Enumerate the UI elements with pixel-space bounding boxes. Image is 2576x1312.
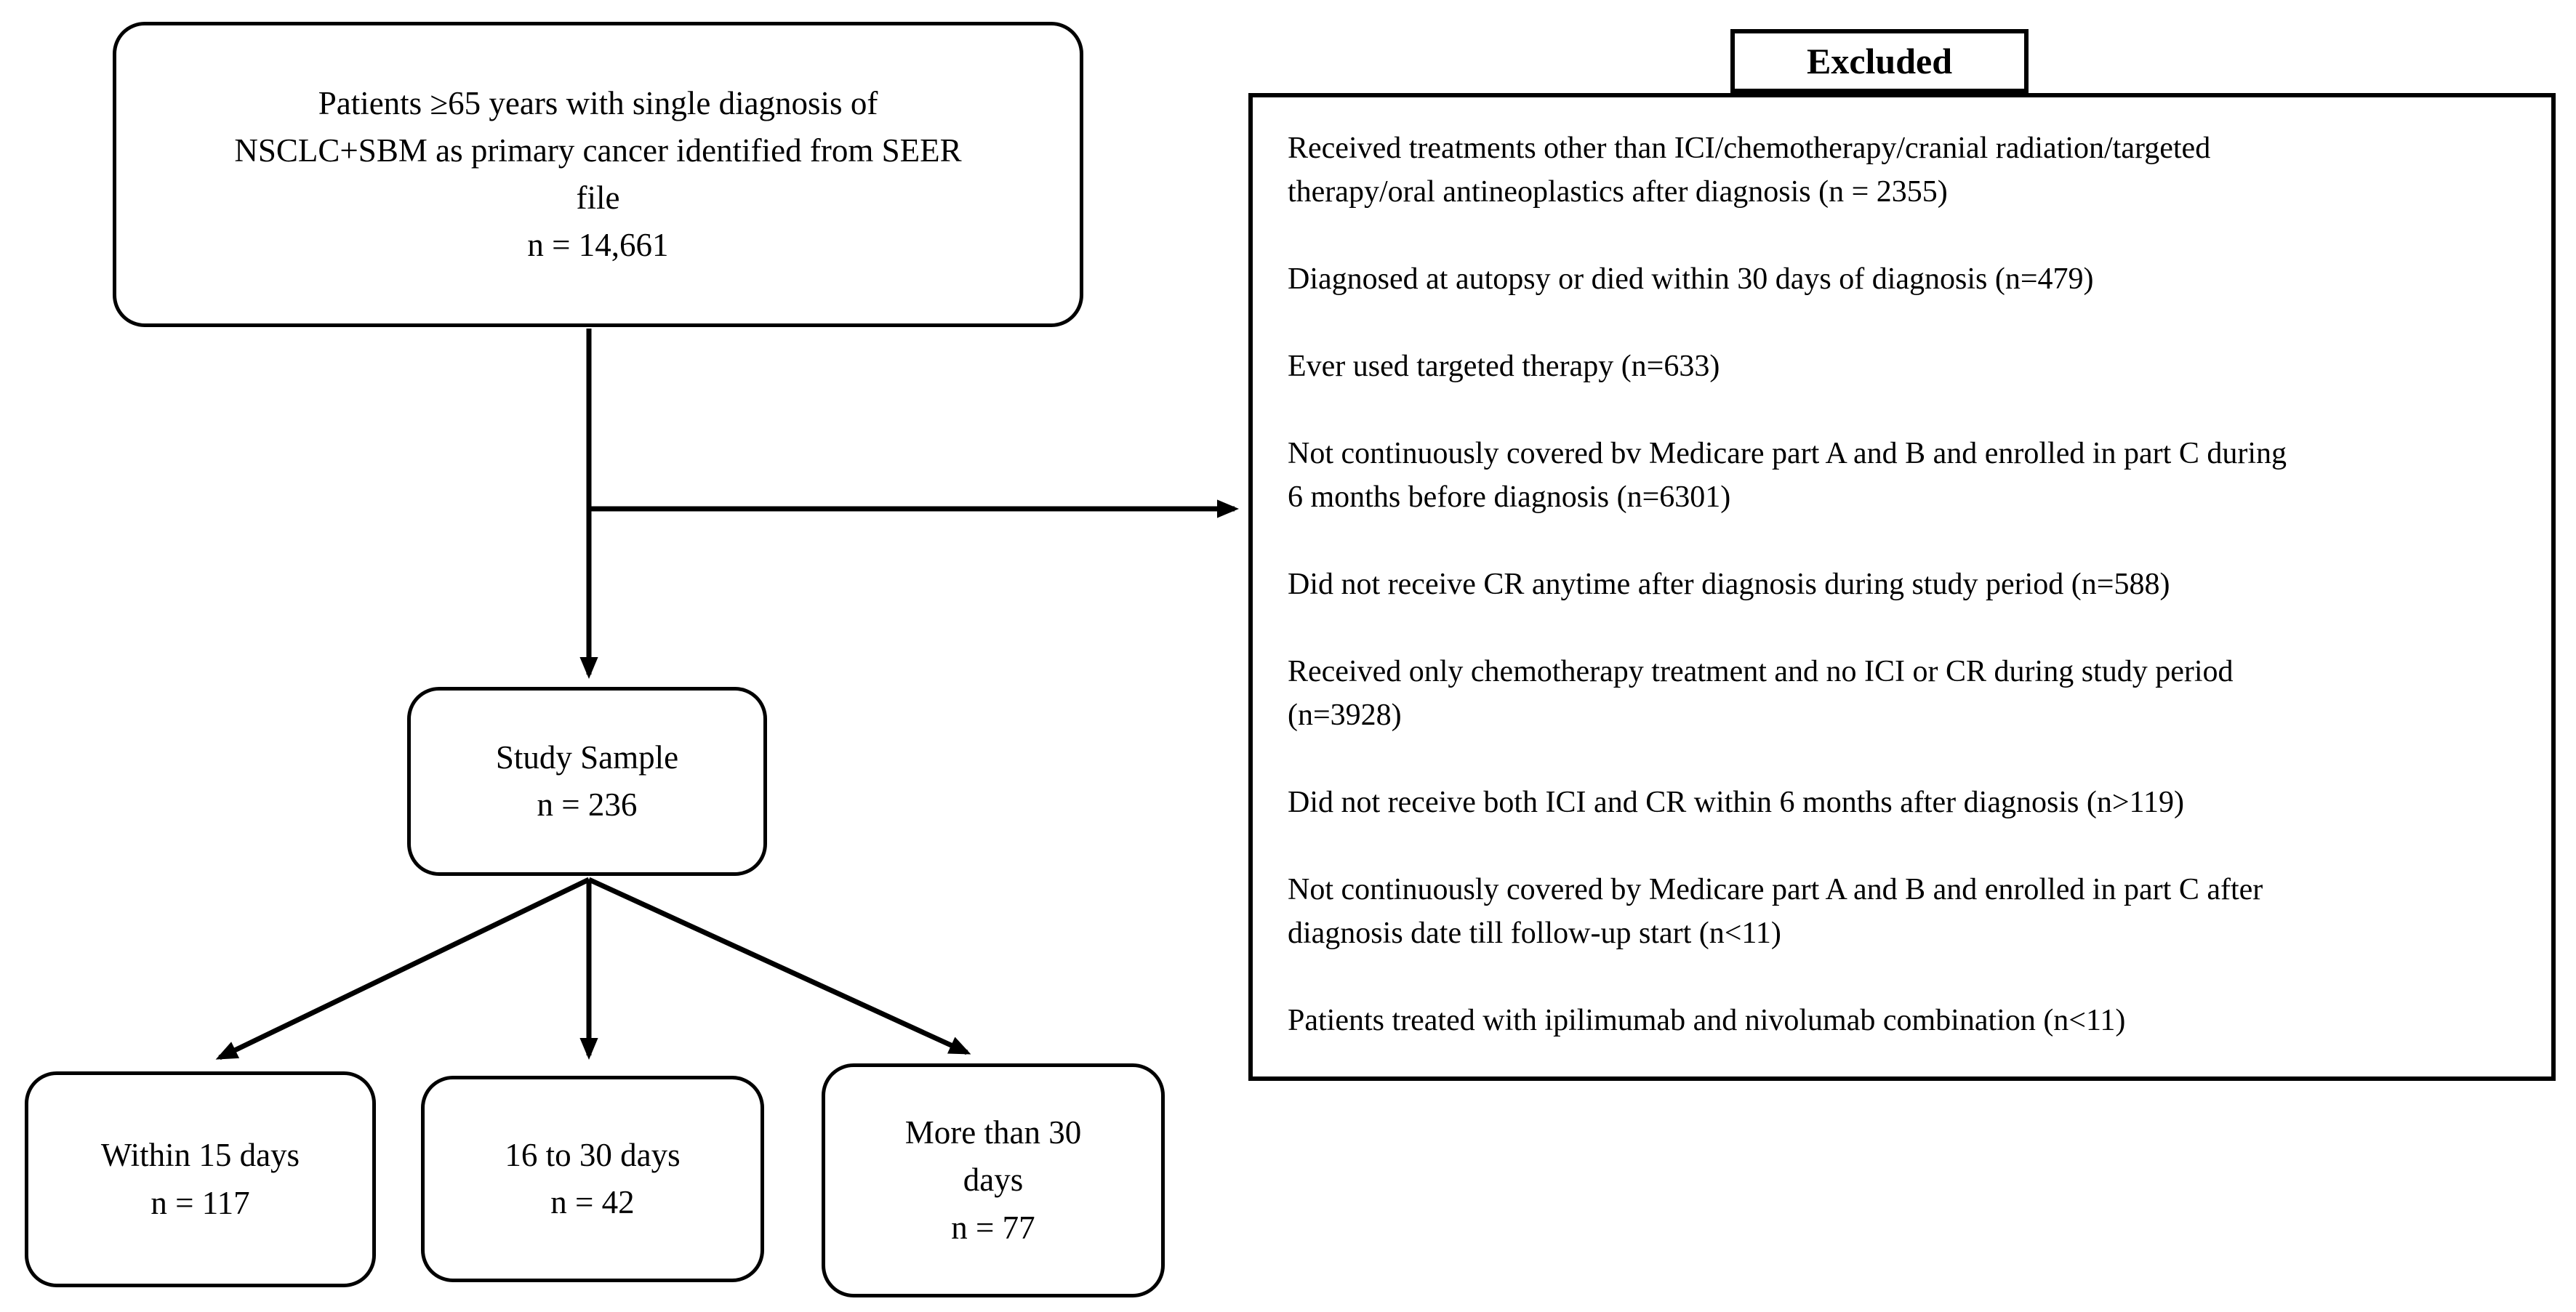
group-more-than-30-days-count: n = 77 xyxy=(951,1209,1035,1246)
study-sample-count: n = 236 xyxy=(537,786,638,823)
group-box-more-than-30-days: More than 30 days n = 77 xyxy=(822,1063,1165,1297)
group-within-15-days-count: n = 117 xyxy=(151,1184,250,1221)
excluded-header-box: Excluded xyxy=(1730,29,2029,93)
excluded-criteria-box: Received treatments other than ICI/chemo… xyxy=(1248,93,2556,1081)
excluded-item: Did not receive both ICI and CR within 6… xyxy=(1288,786,2184,819)
arrow-study-to-morethan30 xyxy=(587,877,971,1055)
group-box-16-to-30-days: 16 to 30 days n = 42 xyxy=(421,1076,764,1282)
group-16-to-30-days-label: 16 to 30 days xyxy=(505,1136,681,1173)
excluded-item: Not continuously covered bv Medicare par… xyxy=(1288,437,2287,514)
excluded-title: Excluded xyxy=(1806,41,1953,81)
group-16-to-30-days-count: n = 42 xyxy=(550,1184,635,1220)
study-sample-box: Study Sample n = 236 xyxy=(407,687,767,876)
source-population-count: n = 14,661 xyxy=(527,227,669,264)
excluded-item: Not continuously covered by Medicare par… xyxy=(1288,873,2263,950)
excluded-item: Ever used targeted therapy (n=633) xyxy=(1288,350,1720,383)
group-within-15-days-label: Within 15 days xyxy=(100,1137,300,1174)
study-sample-label: Study Sample xyxy=(495,738,679,776)
arrow-study-to-within15 xyxy=(215,877,590,1061)
group-box-within-15-days: Within 15 days n = 117 xyxy=(25,1071,376,1287)
group-more-than-30-days-label: More than 30 days xyxy=(904,1114,1082,1199)
excluded-item: Received only chemotherapy treatment and… xyxy=(1288,655,2234,732)
excluded-item: Received treatments other than ICI/chemo… xyxy=(1288,132,2211,209)
excluded-item: Did not receive CR anytime after diagnos… xyxy=(1288,568,2170,601)
source-population-label: Patients ≥65 years with single diagnosis… xyxy=(234,84,962,217)
excluded-item: Diagnosed at autopsy or died within 30 d… xyxy=(1288,262,2094,296)
excluded-item: Patients treated with ipilimumab and niv… xyxy=(1288,1004,2126,1037)
source-population-box: Patients ≥65 years with single diagnosis… xyxy=(113,22,1083,327)
